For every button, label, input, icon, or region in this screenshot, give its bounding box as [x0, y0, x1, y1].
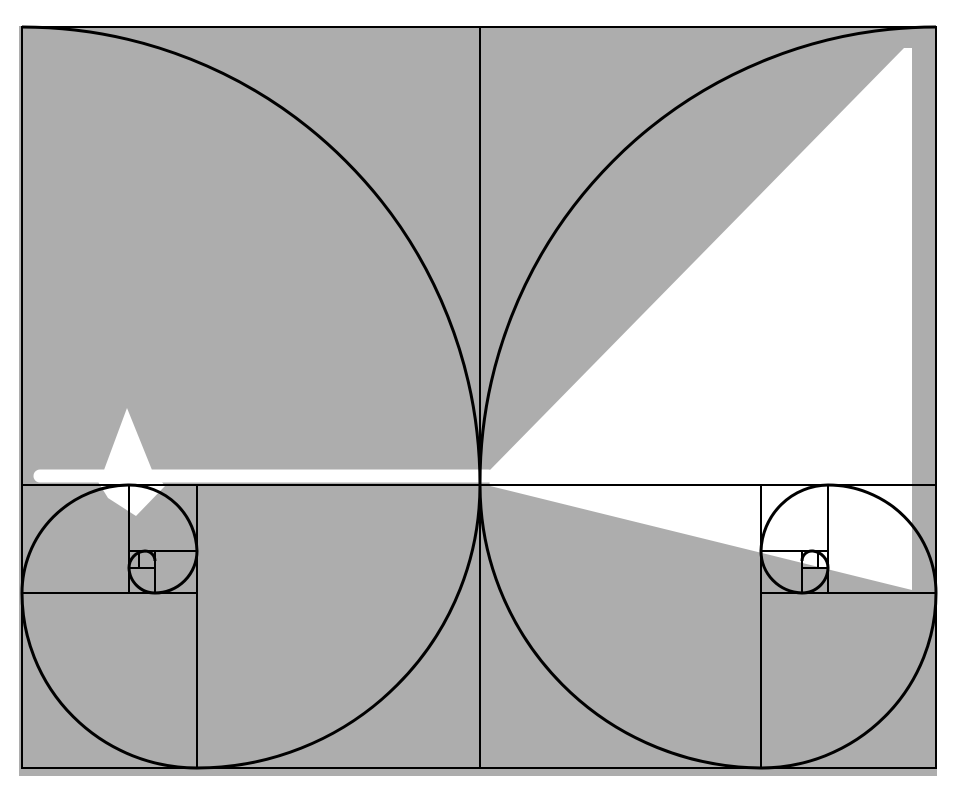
white-star-marker — [92, 408, 165, 516]
left-large-quarter-arc — [21, 25, 482, 486]
left-golden-spiral — [20, 483, 482, 770]
right-large-quarter-arc — [478, 25, 937, 486]
white-triangle-wedge — [488, 48, 912, 590]
spiral-arcs — [20, 25, 938, 770]
right-golden-spiral — [478, 483, 938, 770]
